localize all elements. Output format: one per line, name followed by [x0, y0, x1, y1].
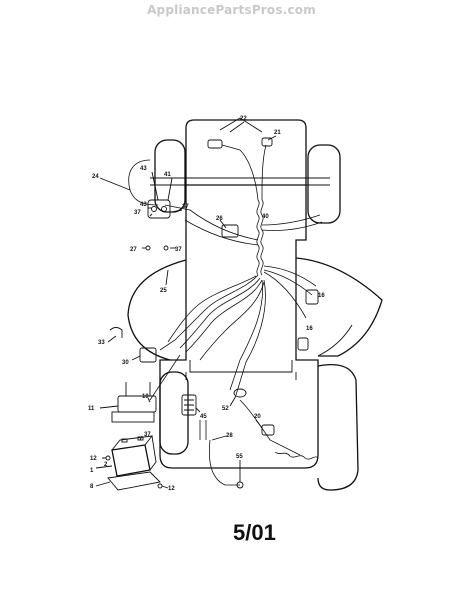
tractor-frame	[150, 119, 330, 469]
callout-28: 28	[226, 433, 233, 439]
clutch-switch	[139, 347, 157, 363]
callout-33: 33	[98, 340, 105, 346]
callout-37-c: 37	[175, 247, 182, 253]
callout-21: 21	[274, 130, 281, 136]
solenoid	[147, 199, 171, 219]
connector-16-lower	[297, 337, 309, 351]
battery	[111, 435, 157, 477]
callout-37-a: 37	[134, 210, 141, 216]
rear-right-wheel	[307, 144, 341, 224]
callout-45: 45	[200, 414, 207, 420]
callout-55: 55	[236, 454, 243, 460]
callout-27: 27	[130, 247, 137, 253]
front-left-wheel	[159, 371, 189, 455]
callout-30: 30	[122, 360, 129, 366]
callout-12-left: 12	[90, 456, 97, 462]
seat-switch	[207, 117, 273, 149]
battery-bracket	[111, 382, 157, 423]
mower-deck	[127, 257, 383, 361]
callout-37-d: 37	[144, 432, 151, 438]
leader-lines	[95, 121, 319, 489]
wiring-harness	[128, 144, 323, 486]
callout-2: 2	[104, 462, 108, 468]
callout-43-top: 43	[140, 166, 147, 172]
callout-20: 20	[254, 414, 261, 420]
bolts	[105, 245, 169, 489]
callout-10: 10	[142, 394, 149, 400]
callout-52: 52	[222, 406, 229, 412]
headlight-connector	[261, 424, 275, 436]
callout-24: 24	[92, 174, 99, 180]
callout-16-upper: 16	[318, 293, 325, 299]
callout-43-mid: 43	[140, 202, 147, 208]
date-code: 5/01	[233, 520, 276, 545]
callout-labels: 22 21 24 43 41 43 37 37 27 37 26 40 25 1…	[88, 116, 325, 492]
fuse-holder-33	[109, 327, 123, 338]
pto-switch	[221, 224, 239, 238]
callout-22: 22	[240, 116, 247, 122]
callout-16-lower: 16	[306, 326, 313, 332]
battery-tray	[107, 471, 161, 491]
callout-8: 8	[90, 484, 94, 490]
front-right-wheel	[317, 363, 359, 491]
callout-12-right: 12	[168, 486, 175, 492]
callout-1: 1	[90, 468, 94, 474]
watermark: AppliancePartsPros.com	[147, 3, 316, 17]
light-switch	[233, 388, 247, 398]
callout-41: 41	[164, 172, 171, 178]
callout-37-b: 37	[182, 204, 189, 210]
callout-25: 25	[160, 288, 167, 294]
ignition-switch	[181, 394, 197, 416]
callout-26: 26	[216, 216, 223, 222]
callout-40: 40	[262, 214, 269, 220]
callout-11: 11	[88, 406, 95, 412]
